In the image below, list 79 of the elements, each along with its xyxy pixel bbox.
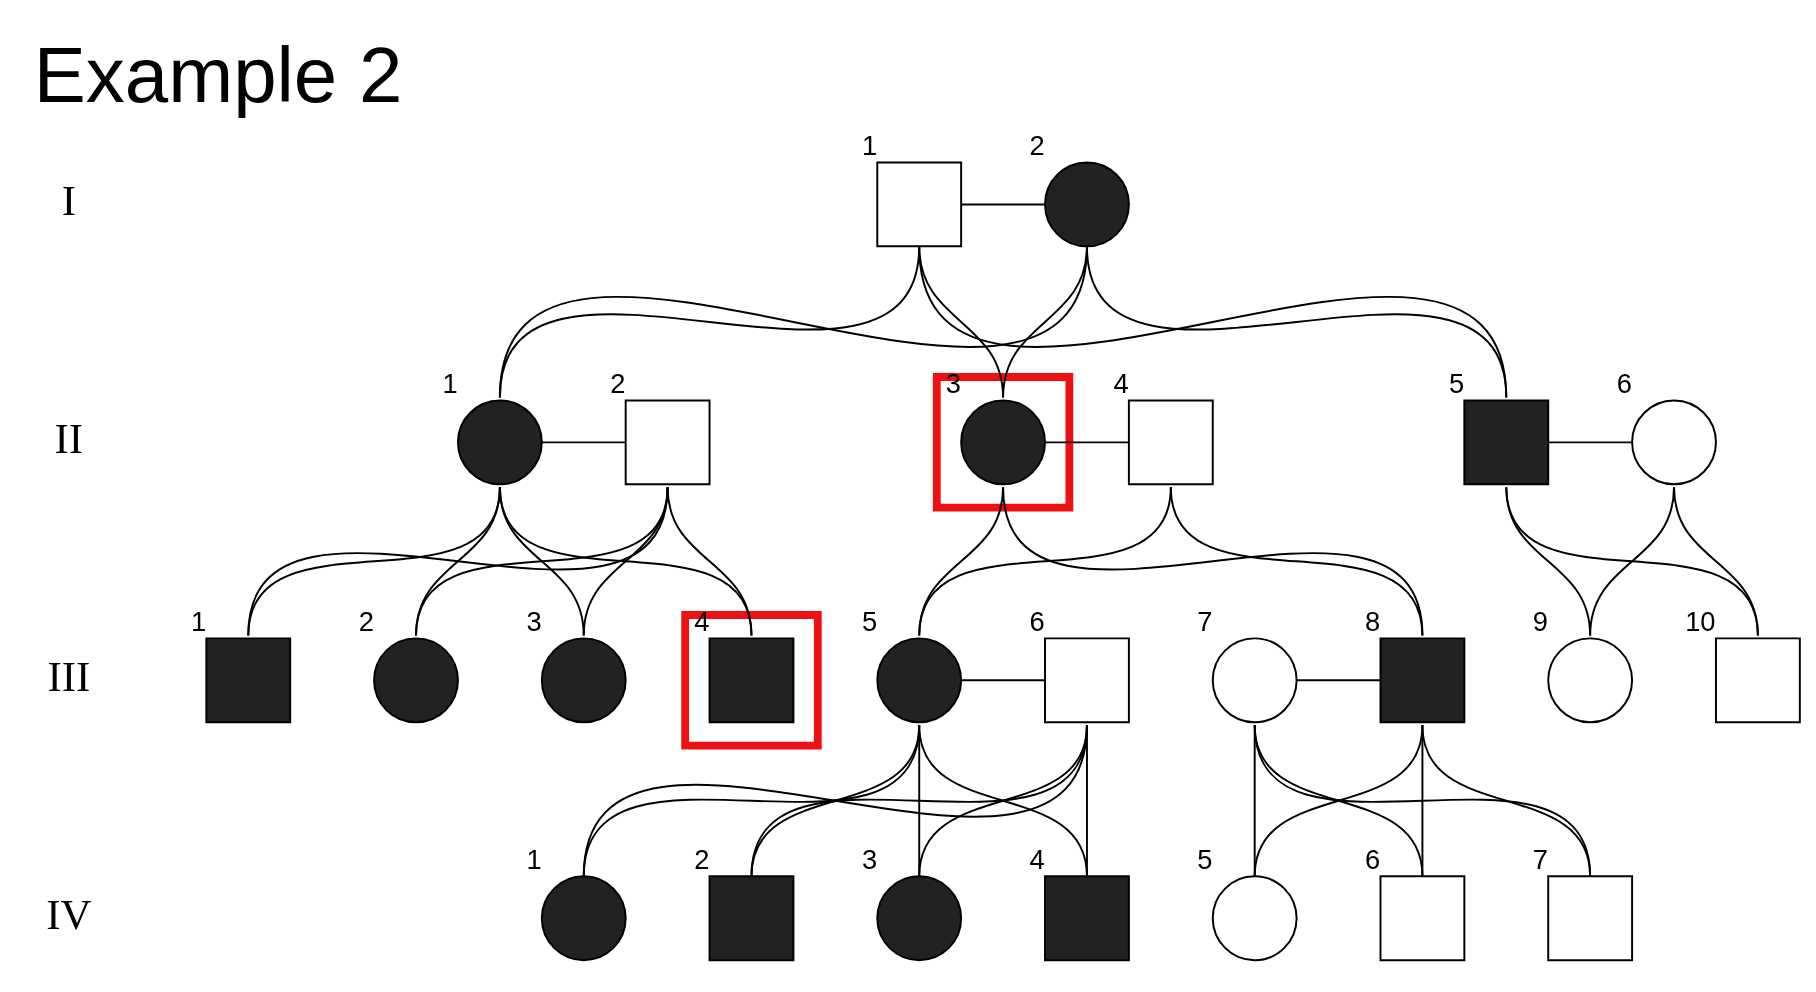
node-box (1127, 399, 1214, 486)
connector (1505, 486, 1759, 637)
node-label: 6 (1616, 368, 1632, 400)
node-circle (1211, 875, 1298, 962)
connector (1169, 486, 1424, 637)
node-box (1044, 637, 1130, 724)
connector (1421, 724, 1424, 878)
cluster (932, 373, 1074, 512)
connector (750, 724, 1088, 878)
node-label: 3 (526, 605, 542, 637)
connector (540, 441, 627, 444)
node-box (708, 875, 795, 962)
node-label: 1 (442, 368, 458, 400)
cluster (681, 611, 822, 750)
node-label: 2 (694, 843, 710, 875)
node-label: 6 (1029, 605, 1045, 637)
node-label: 1 (190, 605, 207, 637)
connector (582, 724, 1088, 878)
node-label: 2 (610, 368, 626, 400)
node-box (205, 637, 292, 724)
connector (247, 486, 669, 637)
node-label: 5 (1197, 843, 1213, 875)
connector (918, 724, 1088, 878)
node-label: 9 (1532, 605, 1549, 637)
node-circle (373, 637, 459, 724)
diagram-title: Example 2 (33, 31, 403, 120)
node-label: 7 (1197, 605, 1213, 637)
node-box (708, 637, 795, 724)
node-label: 4 (1113, 368, 1129, 400)
node-circle (1547, 637, 1634, 724)
node-box (1044, 875, 1130, 962)
node-label: 1 (526, 843, 542, 875)
label: I (61, 177, 76, 225)
node-circle (960, 399, 1046, 486)
connector (1044, 441, 1130, 444)
node-box (1379, 637, 1466, 724)
node-label: 8 (1365, 605, 1381, 637)
node-label: 7 (1532, 843, 1549, 875)
connector (498, 486, 753, 637)
label: III (47, 653, 91, 701)
node-circle (876, 875, 963, 962)
node-box (1715, 637, 1801, 724)
node-label: 4 (1029, 843, 1045, 875)
connector (1002, 486, 1424, 637)
connector (1295, 679, 1382, 682)
node-circle (540, 875, 627, 962)
label: IV (46, 891, 92, 939)
connector (1673, 486, 1759, 637)
node-circle (456, 399, 543, 486)
node-circle (1044, 161, 1130, 248)
connector (1253, 724, 1592, 878)
connector (666, 486, 753, 637)
connector (960, 679, 1046, 682)
connector (1253, 724, 1424, 878)
node-label: 3 (861, 843, 878, 875)
node-box (624, 399, 711, 486)
connector (918, 245, 1508, 399)
node-label: 10 (1685, 605, 1716, 637)
connector (415, 486, 669, 637)
node-box (1547, 875, 1634, 962)
node-label: 2 (1029, 130, 1045, 162)
connector (960, 203, 1046, 206)
node-label: 2 (358, 605, 374, 637)
node-label: 6 (1365, 843, 1381, 875)
node-label: 1 (861, 130, 878, 162)
connector (1547, 441, 1634, 444)
node-circle (1631, 399, 1717, 486)
node-label: 5 (1448, 368, 1465, 400)
node-box (876, 161, 963, 248)
node-label: 5 (861, 605, 878, 637)
label: II (54, 415, 84, 463)
connector (1085, 724, 1088, 878)
node-circle (540, 637, 627, 724)
node-circle (876, 637, 963, 724)
node-box (1379, 875, 1466, 962)
connector (1421, 724, 1592, 878)
node-circle (1211, 637, 1298, 724)
connector (582, 486, 669, 637)
node-box (1463, 399, 1550, 486)
